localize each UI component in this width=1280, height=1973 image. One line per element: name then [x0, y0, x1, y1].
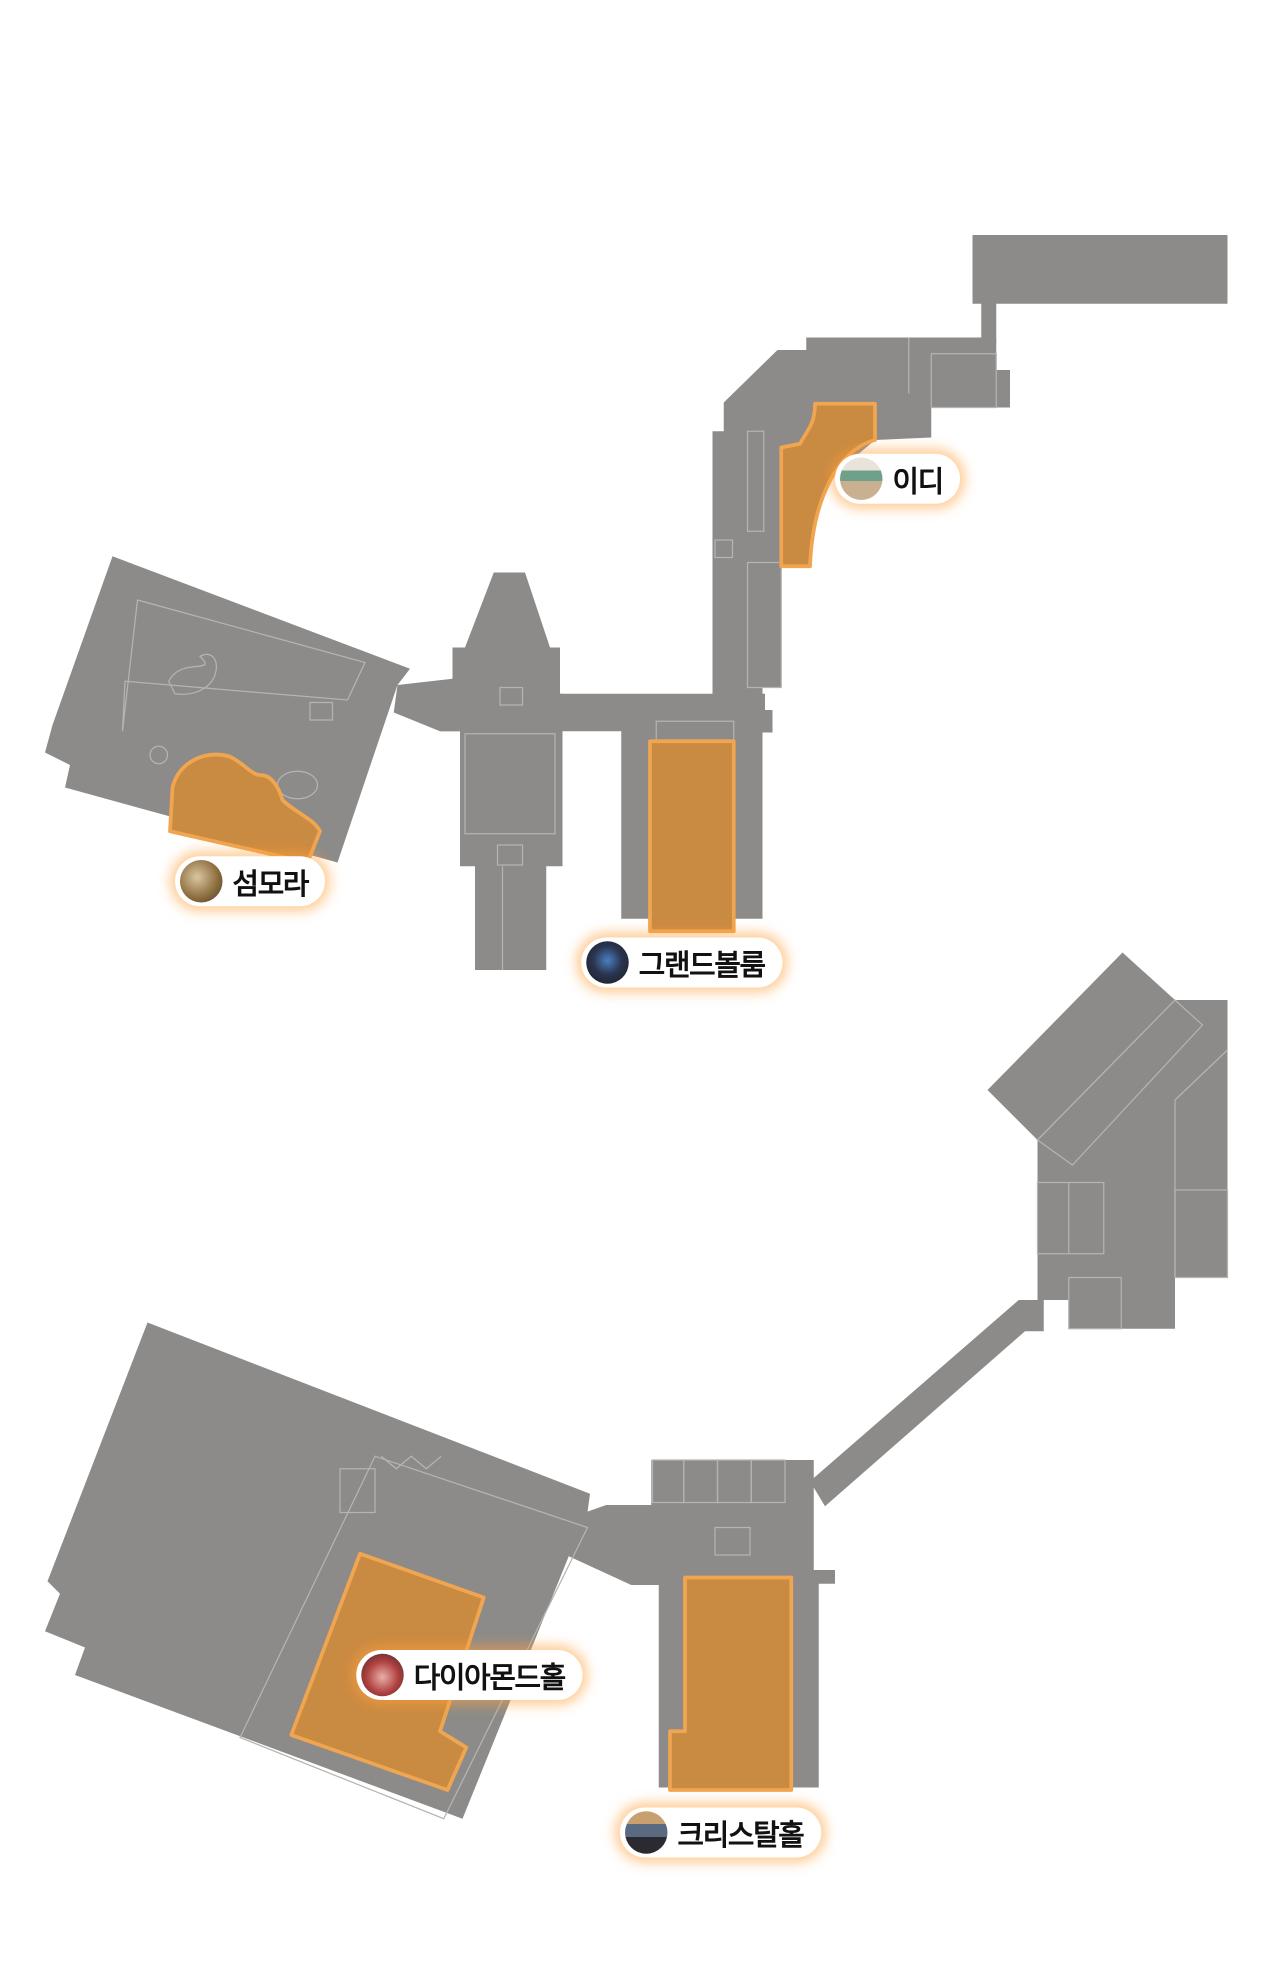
left-connector [393, 678, 460, 732]
venue-label-seommora[interactable]: 섬모라 [175, 856, 326, 907]
venue-name: 그랜드볼룸 [638, 950, 766, 983]
building-bottom-right [987, 952, 1228, 1329]
grand-ballroom-highlight [648, 739, 736, 934]
venue-photo-icon [840, 457, 883, 500]
diagonal-corridor [810, 1300, 1044, 1507]
central-building-bottom [651, 1460, 814, 1505]
venue-name: 크리스탈홀 [677, 1820, 805, 1853]
venue-label-crystal-hall[interactable]: 크리스탈홀 [620, 1807, 822, 1858]
venue-photo-icon [361, 1653, 404, 1697]
connector [981, 287, 997, 344]
venue-photo-icon [625, 1811, 668, 1854]
central-building [440, 572, 563, 970]
venue-label-grand-ballroom[interactable]: 그랜드볼룸 [581, 937, 783, 988]
idi-highlight [779, 401, 877, 569]
seommora-building [45, 556, 410, 863]
venue-name: 섬모라 [232, 868, 310, 902]
seommora-highlight [168, 752, 322, 865]
venue-label-diamond-hall[interactable]: 다이아몬드홀 [356, 1650, 583, 1700]
venue-name: 이디 [892, 466, 945, 499]
venue-photo-icon [586, 941, 629, 984]
venue-name: 다이아몬드홀 [413, 1662, 566, 1696]
building-top-right [972, 235, 1228, 304]
building-east-wing [712, 337, 1010, 733]
venue-label-idi[interactable]: 이디 [835, 453, 961, 504]
venue-photo-icon [180, 860, 223, 903]
crystal-hall-highlight [668, 1575, 794, 1792]
